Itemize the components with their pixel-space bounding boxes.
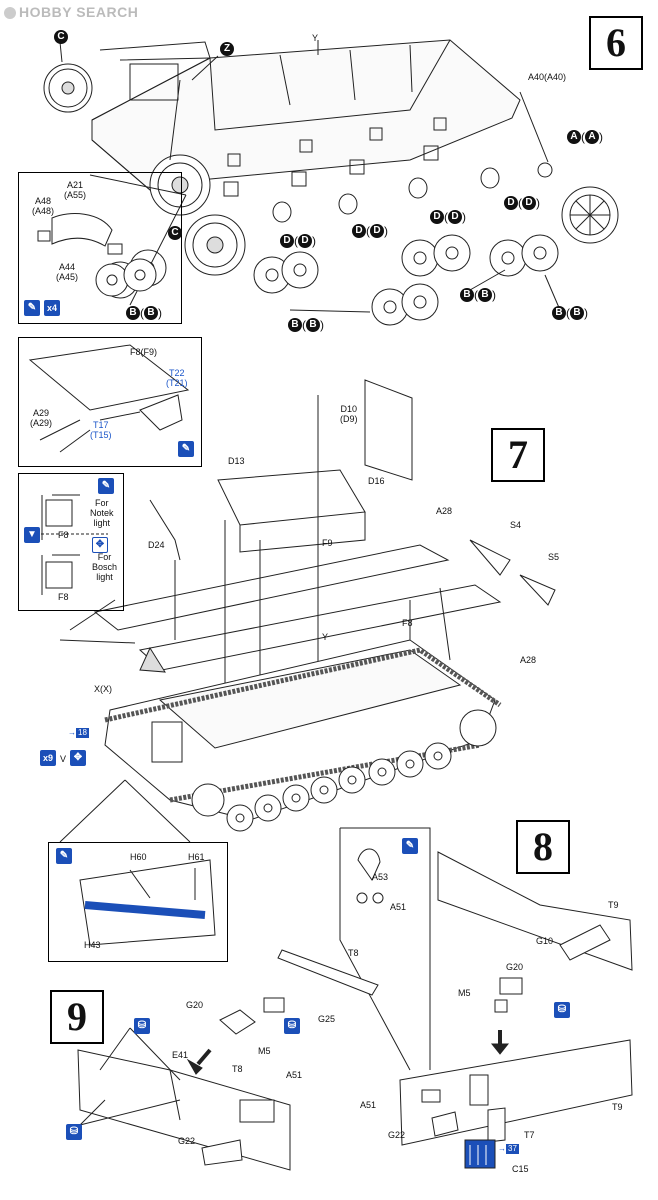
label-a44: A44 (A45) bbox=[56, 262, 79, 282]
label-y: Y bbox=[312, 33, 319, 43]
ref-d-d-3: D(D) bbox=[430, 210, 466, 225]
ref-d-d-4: D(D) bbox=[504, 196, 540, 211]
step6-hull-drawing bbox=[43, 39, 619, 326]
drill-icon: ▼ bbox=[24, 527, 40, 543]
x9-icon: x9 bbox=[40, 750, 56, 766]
label-s4: S4 bbox=[510, 520, 522, 530]
label-t7: T7 bbox=[524, 1130, 535, 1140]
label-t22: T22 (T21) bbox=[166, 368, 188, 388]
label-t9-bot: T9 bbox=[612, 1102, 623, 1112]
label-y-step7: Y bbox=[322, 632, 329, 642]
label-g20: G20 bbox=[506, 962, 524, 972]
ref-37: →37 bbox=[498, 1144, 519, 1154]
label-a40: A40(A40) bbox=[528, 72, 567, 82]
label-d13: D13 bbox=[228, 456, 245, 466]
sprue-icon-step9: ⛁ bbox=[284, 1018, 300, 1034]
label-d24: D24 bbox=[148, 540, 165, 550]
label-a51-step9: A51 bbox=[286, 1070, 303, 1080]
label-v: V bbox=[60, 754, 67, 764]
label-g20-step9: G20 bbox=[186, 1000, 204, 1010]
label-a28-bot: A28 bbox=[520, 655, 537, 665]
step-6-number: 6 bbox=[589, 16, 643, 70]
sprue-icon-step9-bottom: ⛁ bbox=[66, 1124, 82, 1140]
label-bosch: For Bosch light bbox=[92, 552, 118, 582]
ref-a-a: A(A) bbox=[567, 130, 603, 145]
step9-drawing bbox=[77, 949, 379, 1171]
step-9-number: 9 bbox=[50, 990, 104, 1044]
watermark-text: HOBBY SEARCH bbox=[19, 4, 139, 20]
ref-b-b-inset: B(B) bbox=[126, 306, 162, 321]
ref-c-mid: C bbox=[168, 226, 182, 240]
ref-c-top: C bbox=[54, 30, 68, 44]
label-e41: E41 bbox=[172, 1050, 189, 1060]
ref-d-d-2: D(D) bbox=[352, 224, 388, 239]
step6-inset-frame bbox=[18, 172, 182, 324]
glue-icon-step7-top: ✎ bbox=[178, 441, 194, 457]
step7-lower-inset-drawing bbox=[79, 859, 216, 946]
label-h61: H61 bbox=[188, 852, 205, 862]
step-8-number: 8 bbox=[516, 820, 570, 874]
label-f8f9: F8(F9) bbox=[130, 347, 157, 357]
watermark: HOBBY SEARCH bbox=[4, 4, 138, 20]
ref-b-b-2: B(B) bbox=[460, 288, 496, 303]
label-h60: H60 bbox=[130, 852, 147, 862]
label-a48: A48 (A48) bbox=[32, 196, 55, 216]
label-c15: C15 bbox=[512, 1164, 529, 1174]
sprue-icon-step9-top: ⛁ bbox=[134, 1018, 150, 1034]
step7-lower-inset-frame bbox=[48, 842, 228, 962]
label-f9: F9 bbox=[322, 538, 333, 548]
step7-light-inset-frame bbox=[18, 473, 124, 611]
label-g10: G10 bbox=[536, 936, 554, 946]
step7-inset-drawing bbox=[28, 344, 190, 595]
label-t9-top: T9 bbox=[608, 900, 619, 910]
step6-inset-drawing bbox=[37, 213, 157, 297]
ref-b-b-1: B(B) bbox=[288, 318, 324, 333]
cut-icon: ✥ bbox=[92, 537, 108, 553]
label-f8-inset-b: F8 bbox=[58, 592, 69, 602]
label-t8-top: T8 bbox=[348, 948, 359, 958]
label-s5: S5 bbox=[548, 552, 560, 562]
label-a51: A51 bbox=[390, 902, 407, 912]
ref-b-b-3: B(B) bbox=[552, 306, 588, 321]
label-t17: T17 (T15) bbox=[90, 420, 112, 440]
label-m5-step9: M5 bbox=[258, 1046, 271, 1056]
glue-icon: ✎ bbox=[24, 300, 40, 316]
cut-icon-2: ✥ bbox=[70, 750, 86, 766]
ref-d-d-1: D(D) bbox=[280, 234, 316, 249]
label-f8-inset-a: F8 bbox=[58, 530, 69, 540]
label-g22-step9: G22 bbox=[178, 1136, 196, 1146]
ref-z: Z bbox=[220, 42, 234, 56]
label-a51-bot: A51 bbox=[360, 1100, 377, 1110]
step8-drawing bbox=[339, 827, 633, 1169]
label-g25: G25 bbox=[318, 1014, 336, 1024]
label-g22-step8: G22 bbox=[388, 1130, 406, 1140]
label-m5: M5 bbox=[458, 988, 471, 998]
label-t8: T8 bbox=[232, 1064, 243, 1074]
step7-main-drawing bbox=[59, 379, 556, 843]
label-a28-top: A28 bbox=[436, 506, 453, 516]
label-h43: H43 bbox=[84, 940, 101, 950]
label-f8: F8 bbox=[402, 618, 413, 628]
label-xx: X(X) bbox=[94, 684, 112, 694]
glue-icon-step7-lower: ✎ bbox=[56, 848, 72, 864]
label-d16: D16 bbox=[368, 476, 385, 486]
label-d10: D10 (D9) bbox=[340, 404, 358, 424]
step-7-number: 7 bbox=[491, 428, 545, 482]
label-a29: A29 (A29) bbox=[30, 408, 53, 428]
label-a21: A21 (A55) bbox=[64, 180, 87, 200]
sprue-icon-step8: ⛁ bbox=[554, 1002, 570, 1018]
logo-icon bbox=[4, 7, 16, 20]
label-notek: For Notek light bbox=[90, 498, 114, 528]
label-a53: A53 bbox=[372, 872, 389, 882]
x4-icon: x4 bbox=[44, 300, 60, 316]
step7-top-inset-frame bbox=[18, 337, 202, 467]
glue-icon-step7-light: ✎ bbox=[98, 478, 114, 494]
ref-18: →18 bbox=[68, 728, 89, 738]
glue-icon-step8: ✎ bbox=[402, 838, 418, 854]
